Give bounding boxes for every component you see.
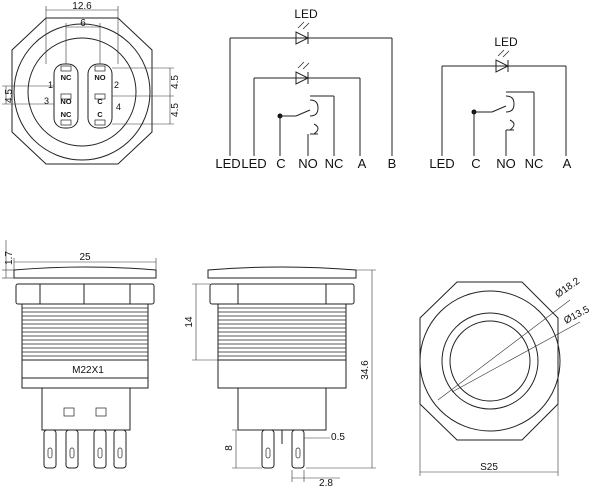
- label-led: LED: [241, 156, 266, 171]
- led-label: LED: [294, 7, 318, 21]
- dia-outer: Ø18.2: [553, 276, 582, 301]
- terminal-label: C: [97, 110, 103, 119]
- thread-label: M22X1: [72, 365, 104, 376]
- dim-right-4-5-b: 4.5: [170, 103, 181, 117]
- dim-0-5: 0.5: [331, 432, 345, 443]
- pin-number: 3: [44, 96, 49, 106]
- schematic-b: LED LED C NO NC A: [429, 35, 571, 171]
- dim-8: 8: [224, 445, 235, 451]
- dim-2-8: 2.8: [319, 478, 333, 488]
- terminal-label: NC: [61, 73, 72, 82]
- dim-6: 6: [80, 18, 86, 29]
- front-view: M22X1 25 1.7: [2, 240, 157, 469]
- schematic-a: LED LED LED C NO NC A: [215, 7, 396, 171]
- terminal-label: NO: [94, 73, 105, 82]
- dim-34-6: 34.6: [360, 360, 371, 380]
- side-view: 14 34.6 8 0.5 2.8: [184, 266, 376, 488]
- dim-25: 25: [79, 252, 91, 263]
- label-no: NO: [496, 156, 516, 171]
- label-c: C: [471, 156, 480, 171]
- label-led: LED: [429, 156, 454, 171]
- terminal-label: NO: [60, 97, 71, 106]
- pin-number: 4: [116, 102, 121, 112]
- dia-inner: Ø13.5: [562, 304, 592, 327]
- label-nc: NC: [525, 156, 544, 171]
- pin-number: 2: [114, 80, 119, 90]
- dim-14: 14: [184, 316, 195, 328]
- dim-right-4-5-a: 4.5: [170, 75, 181, 89]
- label-led: LED: [215, 156, 240, 171]
- dim-12-6: 12.6: [72, 1, 92, 12]
- label-a: A: [358, 156, 367, 171]
- dim-s25: S25: [480, 462, 498, 473]
- face-view: Ø18.2 Ø13.5 S25: [419, 276, 592, 476]
- dim-1-7: 1.7: [4, 251, 15, 265]
- label-a: A: [563, 156, 572, 171]
- terminal-label: C: [97, 97, 103, 106]
- dim-left-4-5: 4.5: [4, 89, 15, 103]
- label-no: NO: [298, 156, 318, 171]
- led-label: LED: [494, 35, 518, 49]
- pin-number: 1: [48, 80, 53, 90]
- label-b: B: [388, 156, 397, 171]
- top-view: NC NO NO C NC C 1 2 3 4 12.6 6 4.5 4.5 4…: [2, 1, 181, 165]
- terminal-label: NC: [61, 110, 72, 119]
- label-c: C: [276, 156, 285, 171]
- label-nc: NC: [325, 156, 344, 171]
